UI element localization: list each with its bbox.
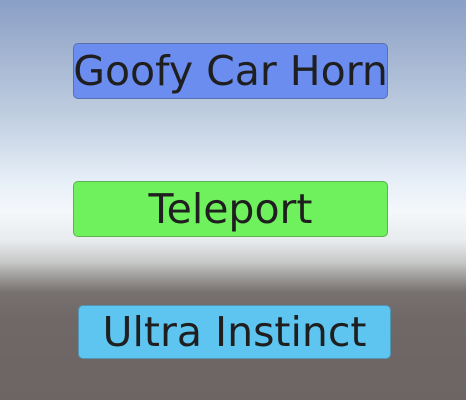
goofy-car-horn-button[interactable]: Goofy Car Horn [73,43,388,99]
ultra-instinct-button[interactable]: Ultra Instinct [78,305,391,359]
teleport-label: Teleport [148,184,313,233]
goofy-car-horn-label: Goofy Car Horn [73,46,388,95]
ultra-instinct-label: Ultra Instinct [102,307,367,356]
teleport-button[interactable]: Teleport [73,181,388,237]
